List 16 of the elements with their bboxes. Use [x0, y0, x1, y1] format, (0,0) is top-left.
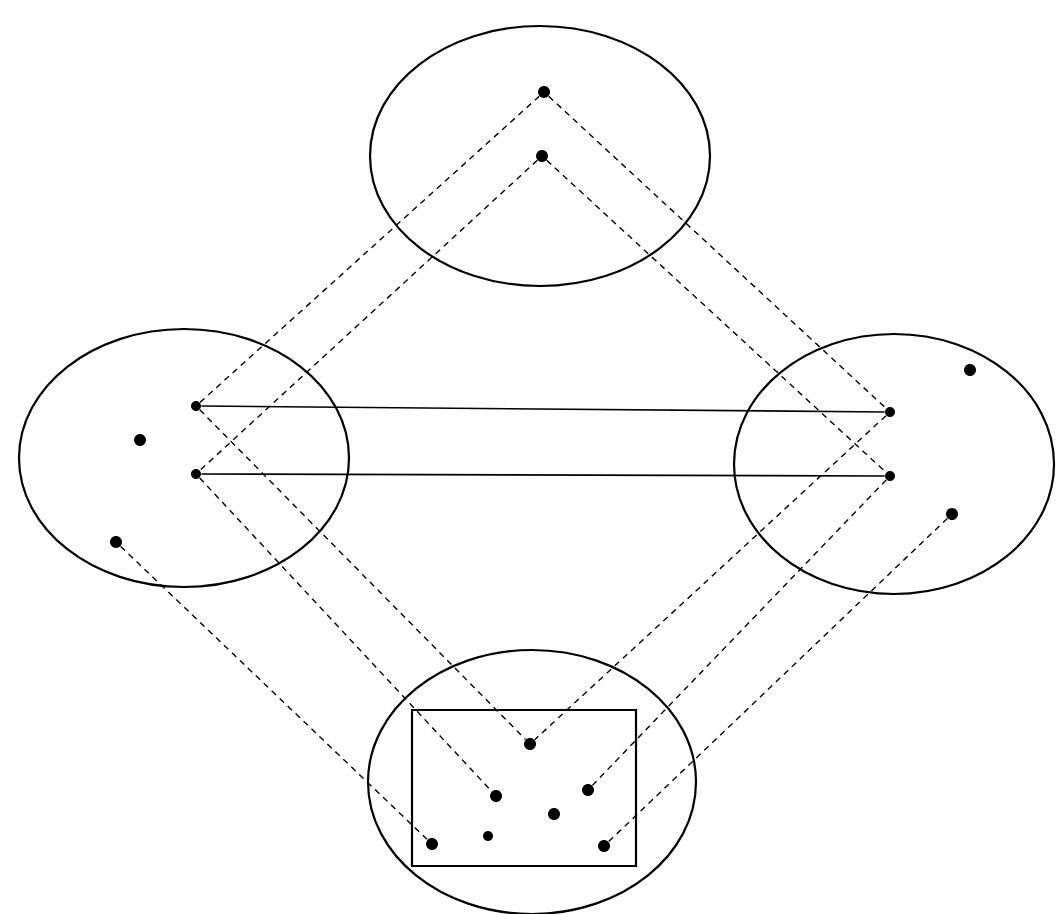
- ellipse: [17, 327, 351, 589]
- solid-line: [200, 473, 886, 477]
- dashed-line: [199, 409, 527, 741]
- rectangle-frame: [410, 708, 638, 868]
- ellipse: [368, 24, 712, 288]
- dashed-line: [119, 545, 429, 841]
- dashed-line: [199, 95, 540, 404]
- solid-line: [200, 405, 886, 413]
- dashed-line: [548, 95, 887, 409]
- dashed-line: [607, 517, 949, 843]
- dashed-line: [199, 477, 493, 792]
- dashed-line: [591, 479, 887, 787]
- dashed-line: [199, 159, 538, 472]
- dashed-line: [546, 159, 887, 474]
- dashed-line: [534, 414, 887, 741]
- ellipse: [732, 332, 1056, 596]
